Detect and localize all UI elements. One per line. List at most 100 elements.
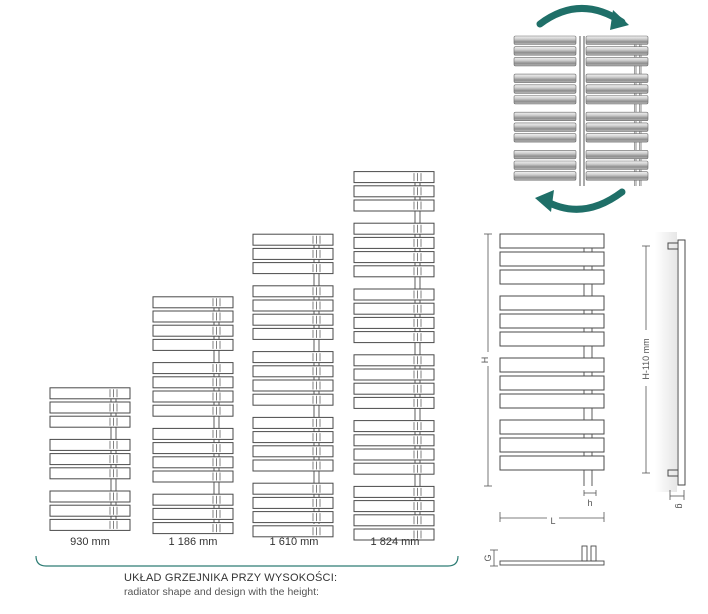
radiator-bar [252, 445, 334, 458]
radiator-bar [152, 404, 234, 417]
radiator-bar [353, 462, 435, 475]
radiator-bar [152, 456, 234, 469]
height-label-1186: 1 186 mm [168, 536, 218, 548]
radiator-bar [353, 434, 435, 447]
radiator-bar [49, 387, 131, 400]
bottom-valve-left [581, 545, 588, 562]
radiator-bar [353, 316, 435, 329]
front-bar [499, 357, 605, 373]
render-pipe [579, 36, 581, 186]
dim-label-pipe-spacing: h [587, 498, 592, 508]
radiator-bar [152, 362, 234, 375]
radiator-bar [353, 236, 435, 249]
radiator-variant-0 [49, 387, 131, 531]
radiator-bar [49, 453, 131, 466]
render-bar-left [513, 150, 577, 160]
render-bar-right [585, 160, 649, 170]
front-bar [499, 455, 605, 471]
side-profile-bar [677, 239, 686, 486]
radiator-bar [353, 396, 435, 409]
radiator-bar [353, 382, 435, 395]
rotate-arrow-top-head [610, 10, 629, 30]
rotate-arrow-bottom-icon [540, 188, 626, 213]
radiator-variant-2 [252, 233, 334, 538]
front-bar [499, 295, 605, 311]
front-bar [499, 419, 605, 435]
render-pipe [634, 36, 637, 186]
radiator-bar [152, 427, 234, 440]
radiator-bar [252, 379, 334, 392]
radiator-bar [152, 493, 234, 506]
radiator-bar [353, 448, 435, 461]
radiator-bar [353, 354, 435, 367]
render-bar-left [513, 57, 577, 67]
render-bar-right [585, 84, 649, 94]
render-bar-right [585, 122, 649, 132]
radiator-bar [353, 500, 435, 513]
height-label-1610: 1 610 mm [269, 536, 319, 548]
radiator-bar [252, 247, 334, 260]
radiator-bar [353, 420, 435, 433]
wall-shade [655, 232, 677, 492]
render-bar-left [513, 35, 577, 45]
radiator-bar [252, 496, 334, 509]
front-bar [499, 233, 605, 249]
radiator-bar [353, 331, 435, 344]
radiator-bar [152, 522, 234, 535]
radiator-bar [152, 296, 234, 309]
h-dim-gap [482, 352, 494, 366]
caption-title: UKŁAD GRZEJNIKA PRZY WYSOKOŚCI: [124, 572, 338, 584]
radiator-bar [252, 511, 334, 524]
radiator-bar [353, 288, 435, 301]
variants-baseline-bracket [35, 555, 459, 567]
radiator-bar [252, 351, 334, 364]
side-bracket-top [667, 242, 679, 250]
bottom-plate [499, 560, 605, 566]
radiator-bar [252, 299, 334, 312]
render-bar-left [513, 84, 577, 94]
radiator-bar [353, 485, 435, 498]
radiator-bar [152, 338, 234, 351]
dim-label-depth: g [675, 503, 685, 508]
radiator-bar [49, 518, 131, 531]
l-dim-gap [547, 513, 559, 523]
front-bar [499, 269, 605, 285]
front-bar [499, 313, 605, 329]
radiator-bar [252, 285, 334, 298]
render-bar-right [585, 111, 649, 121]
render-bar-left [513, 160, 577, 170]
radiator-bar [252, 482, 334, 495]
radiator-bar [353, 199, 435, 212]
render-bar-right [585, 150, 649, 160]
radiator-bar [49, 415, 131, 428]
radiator-bar [353, 514, 435, 527]
radiator-bar [353, 302, 435, 315]
radiator-bar [252, 431, 334, 444]
radiator-bar [152, 324, 234, 337]
radiator-bar [353, 251, 435, 264]
radiator-bar [49, 504, 131, 517]
render-bar-left [513, 122, 577, 132]
radiator-bar [252, 262, 334, 275]
height-label-1824: 1 824 mm [370, 536, 420, 548]
radiator-bar [252, 313, 334, 326]
render-bar-left [513, 133, 577, 143]
render-bar-right [585, 171, 649, 181]
radiator-bar [252, 327, 334, 340]
radiator-bar [152, 376, 234, 389]
bottom-valve-right [590, 545, 597, 562]
dim-label-h-height: H [480, 357, 490, 364]
radiator-bar [49, 438, 131, 451]
radiator-bar [252, 233, 334, 246]
rotate-arrow-top-icon [536, 5, 626, 28]
radiator-bar [49, 490, 131, 503]
radiator-bar [252, 459, 334, 472]
radiator-bar [49, 401, 131, 414]
radiator-bar [152, 310, 234, 323]
render-bar-right [585, 73, 649, 83]
radiator-3d-render [513, 35, 649, 186]
radiator-variant-1 [152, 296, 234, 535]
radiator-bar [353, 171, 435, 184]
front-bar [499, 393, 605, 409]
